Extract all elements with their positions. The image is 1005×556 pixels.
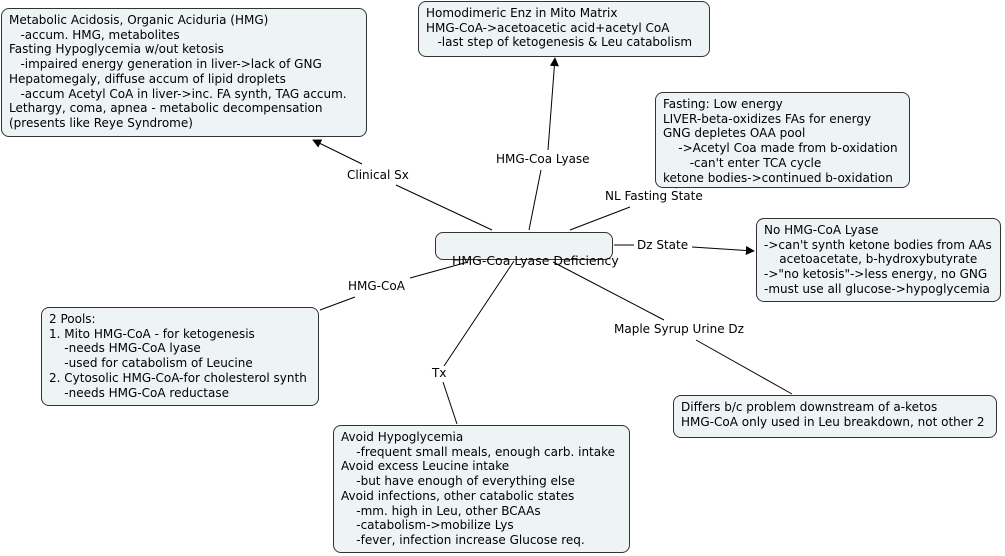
link-label-nl-fasting-state[interactable]: NL Fasting State <box>603 189 705 203</box>
node-text-line: GNG depletes OAA pool <box>663 126 806 141</box>
concept-node-dz-state[interactable]: No HMG-CoA Lyase->can't synth ketone bod… <box>756 218 1001 302</box>
link-label-hmg-coa-lyase[interactable]: HMG-Coa Lyase <box>494 152 592 166</box>
concept-node-pools[interactable]: 2 Pools:1. Mito HMG-CoA - for ketogenesi… <box>41 307 319 406</box>
link-line-tx-b <box>442 381 458 425</box>
node-text-line: Avoid infections, other catabolic states <box>341 488 575 503</box>
link-line-enzyme-b <box>528 169 542 231</box>
node-text-line: -last step of ketogenesis & Leu cataboli… <box>426 35 693 50</box>
node-text-line: -fever, infection increase Glucose req. <box>341 532 585 547</box>
node-text-line: HMG-CoA->acetoacetic acid+acetyl CoA <box>426 20 670 35</box>
link-label-tx[interactable]: Tx <box>430 366 449 380</box>
node-text-line: -accum Acetyl CoA in liver->inc. FA synt… <box>9 86 347 101</box>
node-text-line: -but have enough of everything else <box>341 474 575 489</box>
node-text-line: ->can't synth ketone bodies from AAs <box>764 237 992 252</box>
node-text-line: -accum. HMG, metabolites <box>9 27 180 42</box>
concept-node-treatment[interactable]: Avoid Hypoglycemia -frequent small meals… <box>333 425 630 553</box>
concept-node-msud[interactable]: Differs b/c problem downstream of a-keto… <box>673 395 997 438</box>
node-text-line: Avoid excess Leucine intake <box>341 459 510 474</box>
central-concept-label: HMG-Coa Lyase Deficiency <box>451 253 619 268</box>
link-label-msud[interactable]: Maple Syrup Urine Dz <box>612 322 746 336</box>
link-line-dz-b <box>691 245 755 255</box>
node-text-line: LIVER-beta-oxidizes FAs for energy <box>663 111 872 126</box>
link-line-pools-a <box>409 261 469 279</box>
node-text-line: -used for catabolism of Leucine <box>49 356 253 371</box>
link-line-clinical-a <box>312 139 363 165</box>
node-text-line: 2 Pools: <box>49 312 96 326</box>
node-text-line: Homodimeric Enz in Mito Matrix <box>426 6 618 20</box>
node-text-line: ->Acetyl Coa made from b-oxidation <box>663 141 898 156</box>
node-text-line: -must use all glucose->hypoglycemia <box>764 281 990 296</box>
link-line-tx-a <box>443 260 515 367</box>
node-text-line: Lethargy, coma, apnea - metabolic decomp… <box>9 101 323 116</box>
node-text-line: Metabolic Acidosis, Organic Aciduria (HM… <box>9 13 269 27</box>
node-text-line: Avoid Hypoglycemia <box>341 430 464 444</box>
node-text-line: 1. Mito HMG-CoA - for ketogenesis <box>49 326 255 341</box>
node-text-line: No HMG-CoA Lyase <box>764 223 879 237</box>
node-text-line: -catabolism->mobilize Lys <box>341 518 514 533</box>
node-text-line: Fasting Hypoglycemia w/out ketosis <box>9 42 224 57</box>
link-label-clinical-sx[interactable]: Clinical Sx <box>345 168 411 182</box>
node-text-line: ->"no ketosis"->less energy, no GNG <box>764 267 988 282</box>
link-line-enzyme-a <box>547 57 559 151</box>
link-line-msud-a <box>552 261 665 321</box>
node-text-line: (presents like Reye Syndrome) <box>9 115 193 130</box>
concept-node-central[interactable]: HMG-Coa Lyase Deficiency <box>435 232 619 268</box>
node-text-line: ketone bodies->continued b-oxidation <box>663 170 893 185</box>
link-line-pools-b <box>319 296 356 311</box>
node-text-line: Fasting: Low energy <box>663 97 783 111</box>
link-label-hmg-coa[interactable]: HMG-CoA <box>346 279 407 293</box>
node-text-line: -impaired energy generation in liver->la… <box>9 57 322 72</box>
node-text-line: Hepatomegaly, diffuse accum of lipid dro… <box>9 71 286 86</box>
node-text-line: Differs b/c problem downstream of a-keto… <box>681 400 938 414</box>
node-text-line: HMG-CoA only used in Leu breakdown, not … <box>681 414 985 429</box>
link-label-dz-state[interactable]: Dz State <box>635 238 691 252</box>
node-text-line: -frequent small meals, enough carb. inta… <box>341 444 616 459</box>
node-text-line: 2. Cytosolic HMG-CoA-for cholesterol syn… <box>49 370 307 385</box>
link-line-msud-b <box>695 339 793 395</box>
link-line-fasting-b <box>569 206 631 231</box>
concept-node-clinical-symptoms[interactable]: Metabolic Acidosis, Organic Aciduria (HM… <box>1 8 367 137</box>
node-text-line: -needs HMG-CoA lyase <box>49 341 201 356</box>
node-text-line: -needs HMG-CoA reductase <box>49 385 229 400</box>
node-text-line: -can't enter TCA cycle <box>663 155 822 170</box>
link-line-clinical-b <box>395 184 493 231</box>
node-text-line: acetoacetate, b-hydroxybutyrate <box>764 252 978 267</box>
node-text-line: -mm. high in Leu, other BCAAs <box>341 503 541 518</box>
